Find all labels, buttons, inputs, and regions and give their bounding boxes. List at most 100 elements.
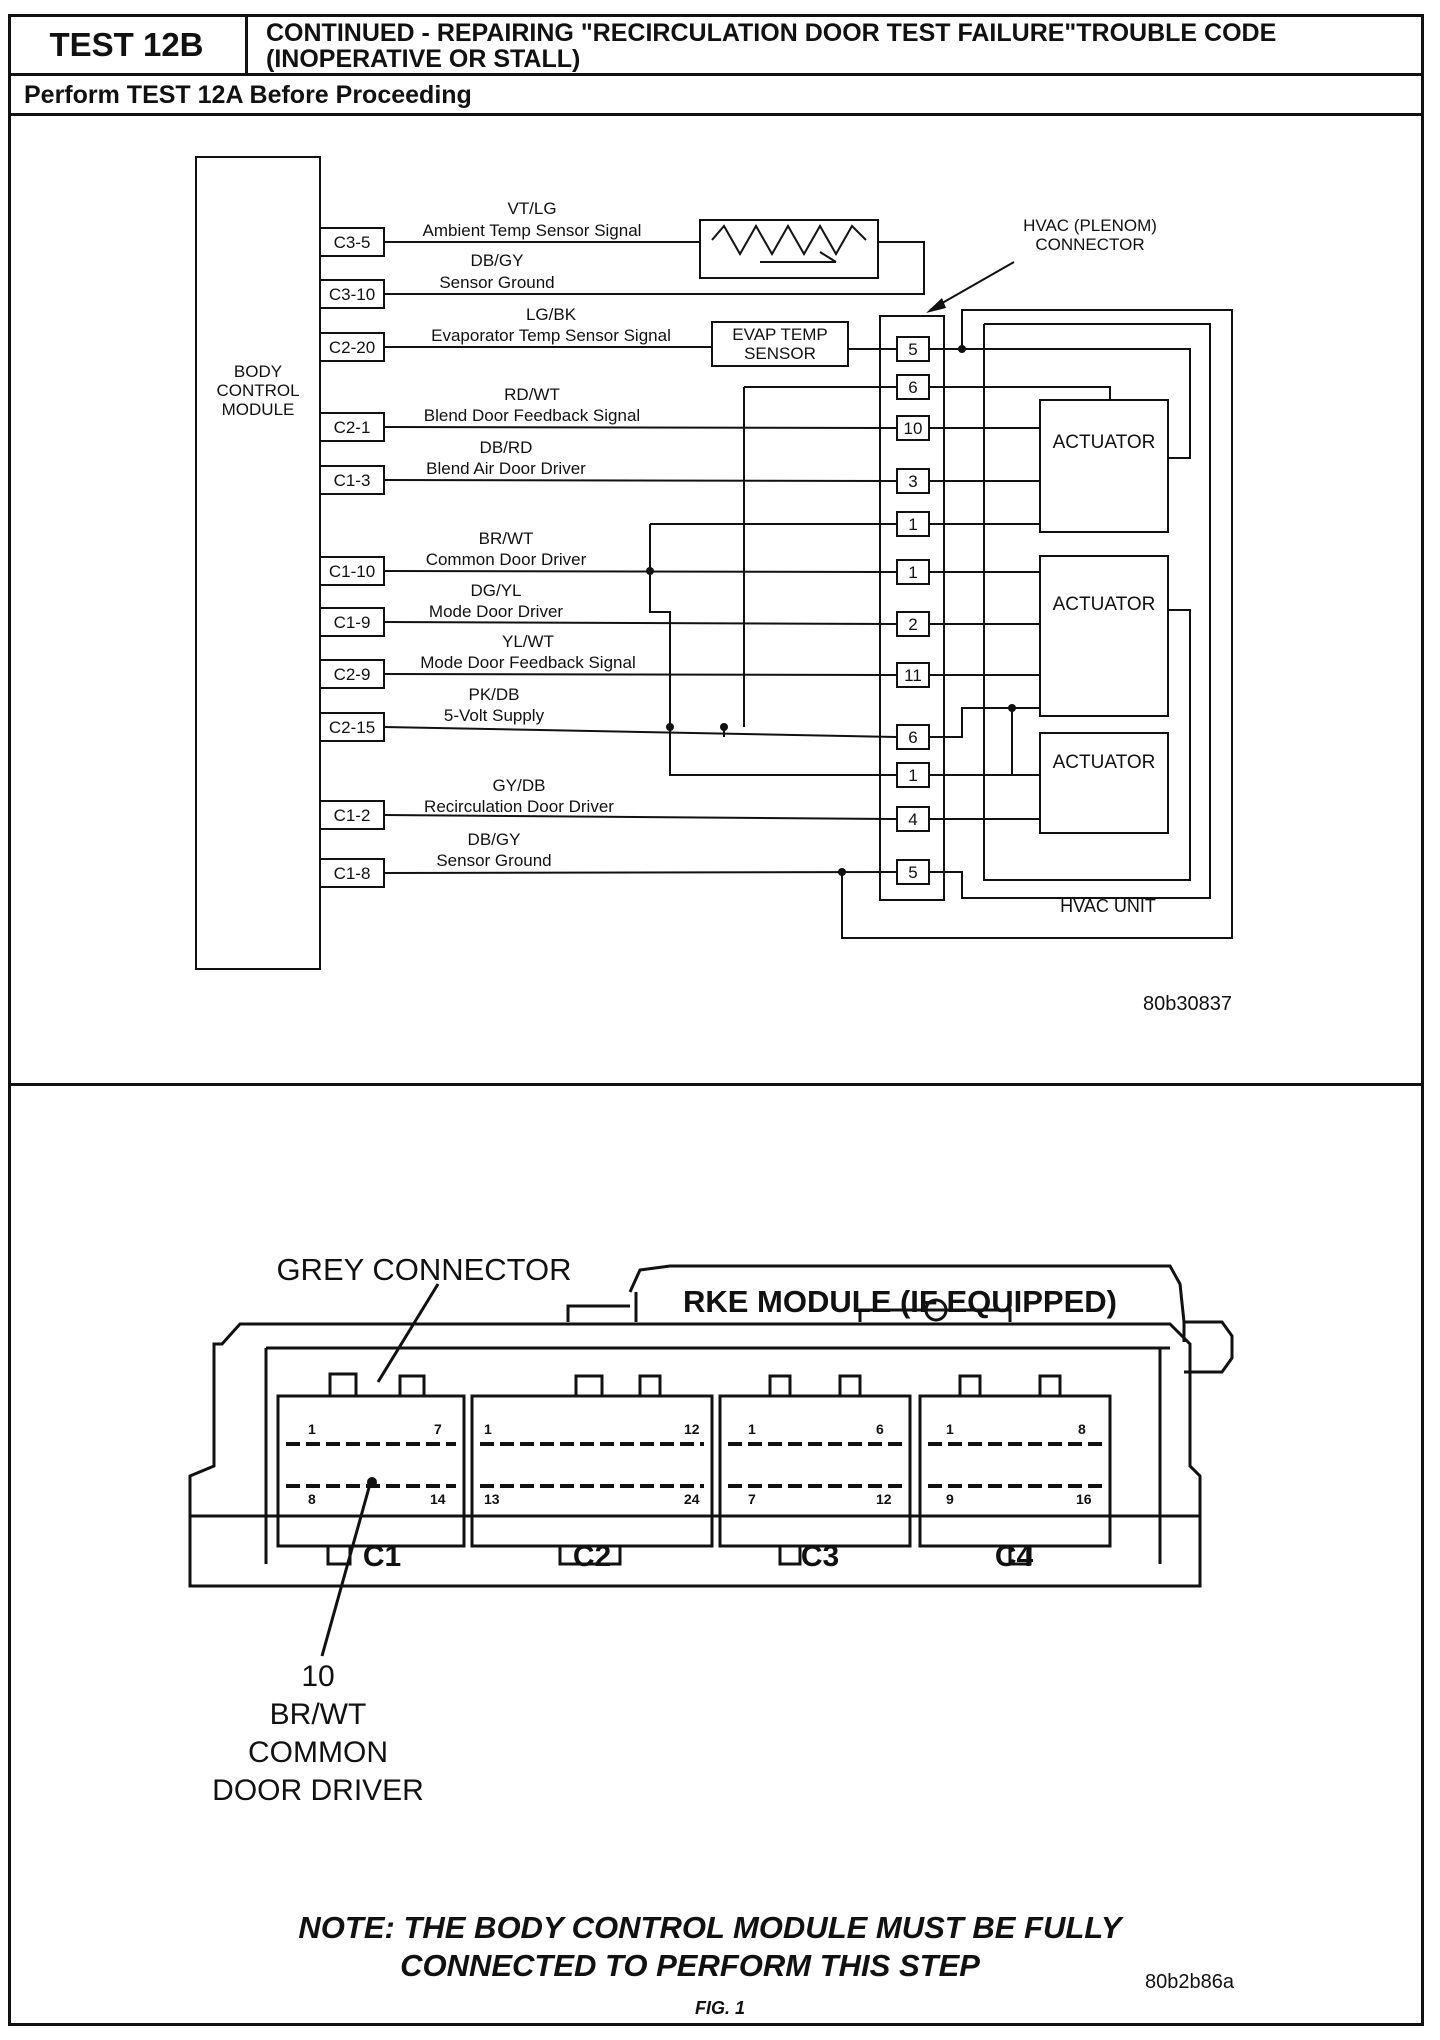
connector-c2-cavity	[470, 1394, 714, 1548]
wire-color: DB/GY	[471, 251, 524, 270]
actuator-recirc-label: ACTUATOR	[1053, 752, 1156, 773]
c1-pin-number: 14	[430, 1491, 446, 1507]
pin-label: C2-20	[329, 338, 375, 357]
c2-pin-number: 12	[684, 1421, 700, 1437]
pin-label: C1-2	[334, 806, 371, 825]
connector-pin-number: 2	[908, 615, 917, 634]
wire-color: GY/DB	[493, 776, 546, 795]
wire-name: Sensor Ground	[439, 273, 554, 292]
c3-pin-number: 1	[748, 1421, 756, 1437]
bcm-housing	[188, 1322, 1202, 1588]
page-frame	[8, 14, 1424, 2026]
prerequisite-row: Perform TEST 12A Before Proceeding	[8, 76, 1424, 116]
actuator-blend-label: ACTUATOR	[1053, 432, 1156, 453]
callout-line4: DOOR DRIVER	[212, 1774, 424, 1807]
ambient-temp-sensor	[699, 219, 879, 279]
c1-pin-number: 7	[434, 1421, 442, 1437]
c4-pin-number: 9	[946, 1491, 954, 1507]
note-line1: NOTE: THE BODY CONTROL MODULE MUST BE FU…	[298, 1910, 1125, 1945]
wire-color: DG/YL	[470, 581, 521, 600]
c4-pin-number: 8	[1078, 1421, 1086, 1437]
c3-pin-number: 7	[748, 1491, 756, 1507]
hvac-connector-label-line2: CONNECTOR	[1035, 235, 1144, 254]
connector-pin-number: 5	[908, 863, 917, 882]
pin-label: C1-9	[334, 613, 371, 632]
body-control-module-box	[195, 156, 321, 970]
hvac-unit-label: HVAC UNIT	[1060, 896, 1156, 916]
bcm-label-line2: CONTROL	[216, 381, 299, 400]
evap-temp-sensor-box	[711, 321, 849, 367]
bcm-connector-view: 1 7 8 14 1 12 13 24 1 6 7 12 1 8 9 16 C1…	[188, 1252, 1235, 2016]
connector-pin-number: 11	[904, 666, 922, 685]
c3-pin-number: 12	[876, 1491, 892, 1507]
c4-pin-number: 16	[1076, 1491, 1092, 1507]
wire-name: Blend Door Feedback Signal	[424, 406, 640, 425]
c1-pin-number: 1	[308, 1421, 316, 1437]
wire-name: Blend Air Door Driver	[426, 459, 586, 478]
connector-pin-number: 1	[908, 766, 917, 785]
wire-color: YL/WT	[502, 632, 554, 651]
section-divider	[8, 1083, 1424, 1086]
connector-pin-number: 6	[908, 378, 917, 397]
c3-pin-number: 6	[876, 1421, 884, 1437]
actuator-mode-box	[1039, 555, 1169, 717]
c2-pin-number: 1	[484, 1421, 492, 1437]
actuator-blend-box	[1039, 399, 1169, 533]
connector-pin-number: 1	[908, 515, 917, 534]
hvac-connector-label-line1: HVAC (PLENOM)	[1023, 216, 1157, 235]
callout-pin-number: 10	[301, 1660, 334, 1693]
connector-pin-number: 6	[908, 728, 917, 747]
callout-line3: COMMON	[248, 1736, 388, 1769]
wire-name: Mode Door Feedback Signal	[420, 653, 635, 672]
pin-label: C2-9	[334, 665, 371, 684]
connector-c3-cavity	[718, 1394, 912, 1548]
hvac-connector-body	[879, 315, 945, 901]
pin-label: C3-5	[334, 233, 371, 252]
pin-label: C2-15	[329, 718, 375, 737]
header-title: CONTINUED - REPAIRING "RECIRCULATION DOO…	[266, 20, 1416, 72]
connector-pin-number: 3	[908, 472, 917, 491]
prerequisite-text: Perform TEST 12A Before Proceeding	[24, 81, 472, 109]
wire-name: Common Door Driver	[426, 550, 587, 569]
connector-c1-cavity	[276, 1394, 466, 1548]
actuator-mode-label: ACTUATOR	[1053, 594, 1156, 615]
rke-module-label: RKE MODULE (IF EQUIPPED)	[683, 1284, 1117, 1319]
wire-color: DB/RD	[480, 438, 533, 457]
actuator-recirc-box	[1039, 732, 1169, 834]
evap-sensor-label-line2: SENSOR	[744, 344, 816, 363]
c4-pin-number: 1	[946, 1421, 954, 1437]
connector-figure-id: 80b2b86a	[1145, 1971, 1235, 1993]
pin-label: C2-1	[334, 418, 371, 437]
grey-connector-label: GREY CONNECTOR	[276, 1252, 571, 1287]
callout-wire-color: BR/WT	[270, 1698, 367, 1731]
connector-label-c1: C1	[363, 1540, 401, 1573]
wire-name: Sensor Ground	[436, 851, 551, 870]
evap-sensor-label-line1: EVAP TEMP	[732, 325, 827, 344]
connector-pin-number: 10	[904, 419, 923, 438]
wiring-schematic: BODY CONTROL MODULE C3-5 C3-10 C2-20 C2-…	[195, 156, 1233, 1015]
schematic-figure-id: 80b30837	[1143, 993, 1232, 1015]
note-line2: CONNECTED TO PERFORM THIS STEP	[400, 1948, 980, 1983]
c2-pin-number: 13	[484, 1491, 500, 1507]
connector-label-c2: C2	[573, 1540, 611, 1573]
pin-label: C3-10	[329, 285, 375, 304]
wire-color: DB/GY	[468, 830, 521, 849]
pin-label: C1-8	[334, 864, 371, 883]
wire-color: RD/WT	[504, 385, 560, 404]
figure-caption: FIG. 1	[695, 1998, 745, 2016]
wire-name: 5-Volt Supply	[444, 706, 545, 725]
wire-color: LG/BK	[526, 305, 577, 324]
connector-label-c3: C3	[801, 1540, 839, 1573]
wire-color: VT/LG	[507, 199, 556, 218]
bcm-label-line1: BODY	[234, 362, 282, 381]
connector-label-c4: C4	[995, 1540, 1034, 1573]
bcm-label-line3: MODULE	[222, 400, 295, 419]
wire-name: Mode Door Driver	[429, 602, 563, 621]
header-title-line2: (INOPERATIVE OR STALL)	[266, 45, 581, 73]
header-row: TEST 12B CONTINUED - REPAIRING "RECIRCUL…	[8, 14, 1424, 76]
connector-pin-number: 1	[908, 563, 917, 582]
c2-pin-number: 24	[684, 1491, 700, 1507]
c1-pin-number: 8	[308, 1491, 316, 1507]
pin-label: C1-3	[334, 471, 371, 490]
